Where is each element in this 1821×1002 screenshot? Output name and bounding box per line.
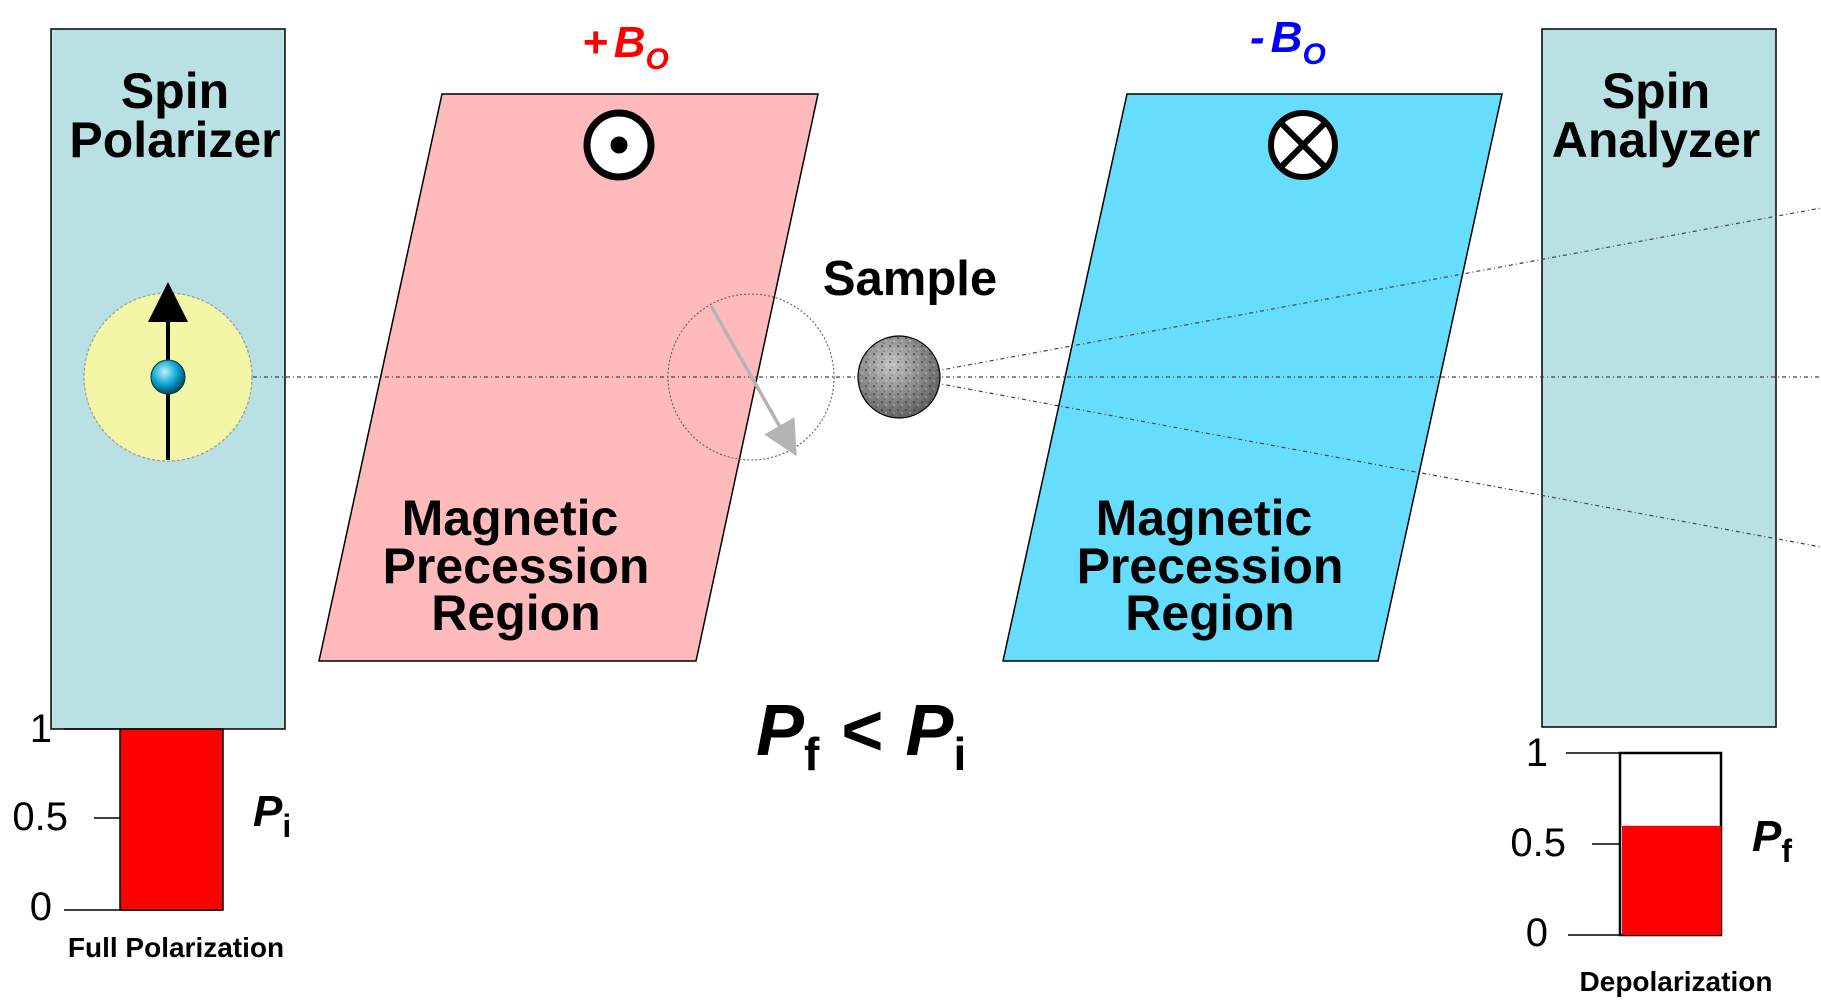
bar-final [1622, 826, 1721, 935]
tick-label-final-0: 0 [1526, 911, 1548, 955]
region-right-line3: Region [1125, 585, 1294, 641]
neutron-ball-icon [151, 360, 185, 394]
tick-label-initial-1: 1 [30, 707, 52, 751]
tick-label-final-05: 0.5 [1510, 821, 1566, 865]
analyzer-label-line1: Spin [1602, 63, 1710, 119]
bar-initial-label-sub: i [282, 808, 291, 844]
bar-chart-final: 1 0.5 0 Pf Depolarization [1510, 731, 1792, 997]
field-plus-sign: + [582, 18, 608, 67]
relation-rhs: P [905, 691, 954, 771]
bar-final-label-sub: f [1781, 833, 1792, 869]
field-minus-sign: - [1250, 13, 1265, 62]
bar-final-label: Pf [1752, 812, 1792, 869]
polarizer-label-line1: Spin [121, 63, 229, 119]
bar-initial [120, 729, 223, 910]
field-label-plus: +BO [582, 18, 669, 76]
bar-chart-initial: 1 0.5 0 Pi Full Polarization [12, 707, 291, 963]
circle-cross-icon [1271, 113, 1335, 177]
field-plus-symbol: B [614, 18, 646, 67]
polarizer-label-line2: Polarizer [69, 112, 280, 168]
relation-op: < [841, 691, 883, 771]
tick-label-initial-0: 0 [30, 885, 52, 929]
sample-texture [859, 337, 939, 417]
field-minus-subscript: O [1302, 38, 1325, 71]
relation-lhs-sub: f [804, 728, 820, 780]
circle-dot-icon [587, 113, 651, 177]
relation-rhs-sub: i [953, 728, 966, 780]
relation-lhs: P [756, 691, 805, 771]
analyzer-label-line2: Analyzer [1552, 112, 1760, 168]
bar-final-label-symbol: P [1752, 812, 1782, 861]
tick-label-initial-05: 0.5 [12, 795, 68, 839]
region-left-line3: Region [431, 585, 600, 641]
bar-initial-label-symbol: P [253, 787, 283, 836]
bar-initial-label: Pi [253, 787, 291, 844]
field-minus-symbol: B [1271, 13, 1303, 62]
caption-initial: Full Polarization [68, 932, 284, 963]
tick-label-final-1: 1 [1526, 731, 1548, 775]
field-label-minus: -BO [1250, 13, 1326, 71]
polarization-relation: Pf < Pi [756, 691, 966, 780]
caption-final: Depolarization [1580, 966, 1773, 997]
sample-label: Sample [823, 252, 997, 306]
field-plus-subscript: O [645, 43, 668, 76]
